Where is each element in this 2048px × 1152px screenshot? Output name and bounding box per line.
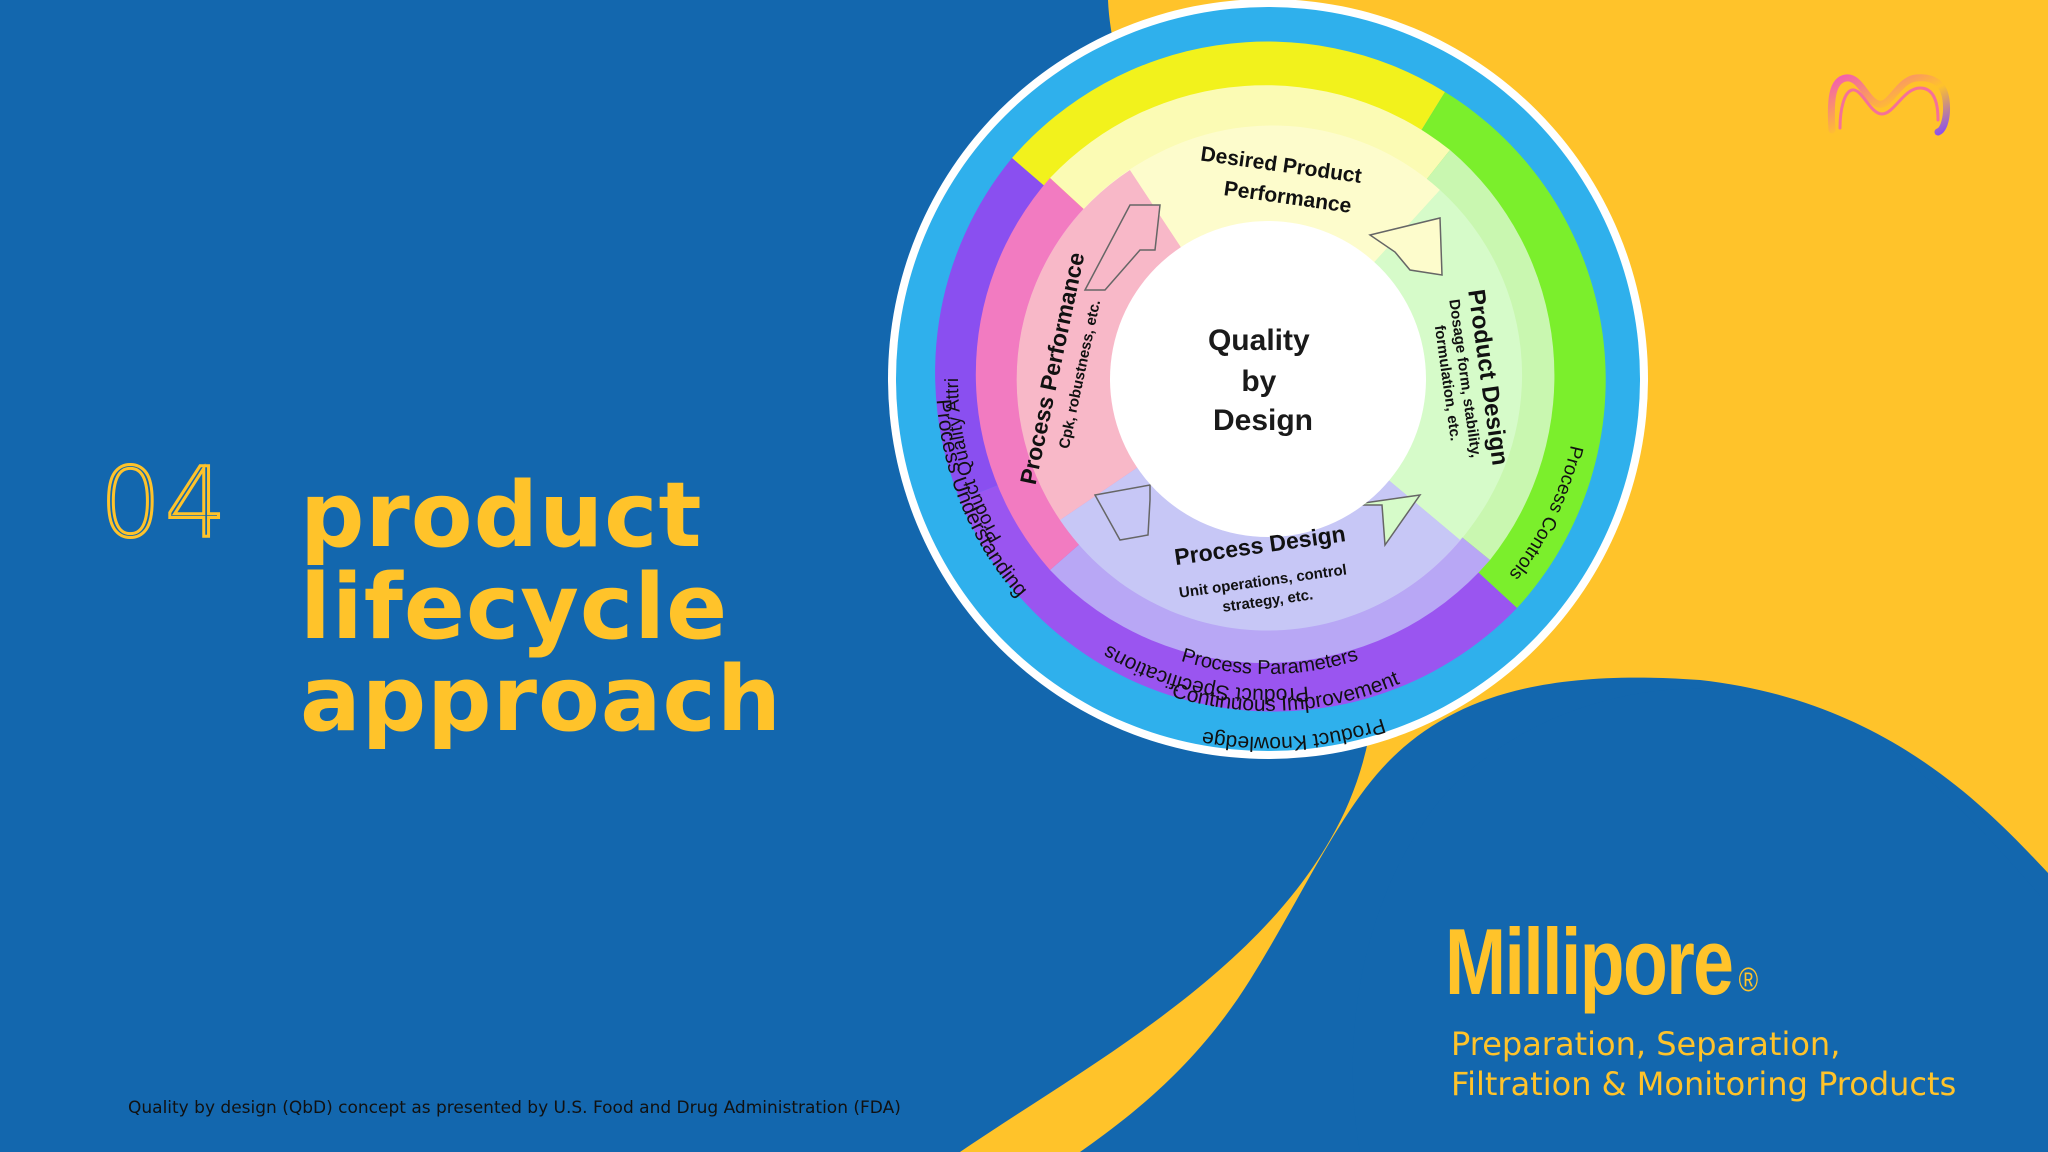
slide-title-line-3: approach: [300, 647, 782, 752]
arrow-to-process-design: [1349, 494, 1422, 548]
brand-name: Millipore: [1445, 909, 1734, 1014]
center-text-line-1: Quality: [1208, 324, 1310, 357]
arrow-to-product-design: [1368, 217, 1443, 276]
section-number: 04: [98, 447, 231, 559]
arrow-to-desired-performance: [1083, 204, 1161, 291]
figure-caption: Quality by design (QbD) concept as prese…: [128, 1098, 901, 1118]
brand-tagline-line-2: Filtration & Monitoring Products: [1451, 1065, 1957, 1103]
center-circle: [1110, 221, 1426, 537]
brand-tagline: Preparation, Separation, Filtration & Mo…: [1451, 1024, 1956, 1104]
brand-tagline-line-1: Preparation, Separation,: [1451, 1025, 1841, 1063]
center-text-line-3: Design: [1213, 404, 1313, 437]
blue-corner-blob: [1352, 688, 2048, 1152]
brand-wordmark: Millipore®: [1445, 908, 1758, 1016]
svg-text:Quality by Design: Quality by Design: [1208, 324, 1318, 437]
slide-title-line-2: lifecycle: [300, 555, 729, 660]
registered-mark: ®: [1738, 960, 1759, 999]
qbd-wheel: Quality by Design Product Knowledge Cont…: [0, 0, 1648, 759]
merck-m-logo-icon: [1827, 74, 1950, 136]
center-text-line-2: by: [1241, 365, 1276, 398]
slide-title: product lifecycle approach: [300, 470, 782, 746]
arrow-to-process-performance: [1093, 484, 1151, 541]
slide-title-line-1: product: [300, 463, 703, 568]
